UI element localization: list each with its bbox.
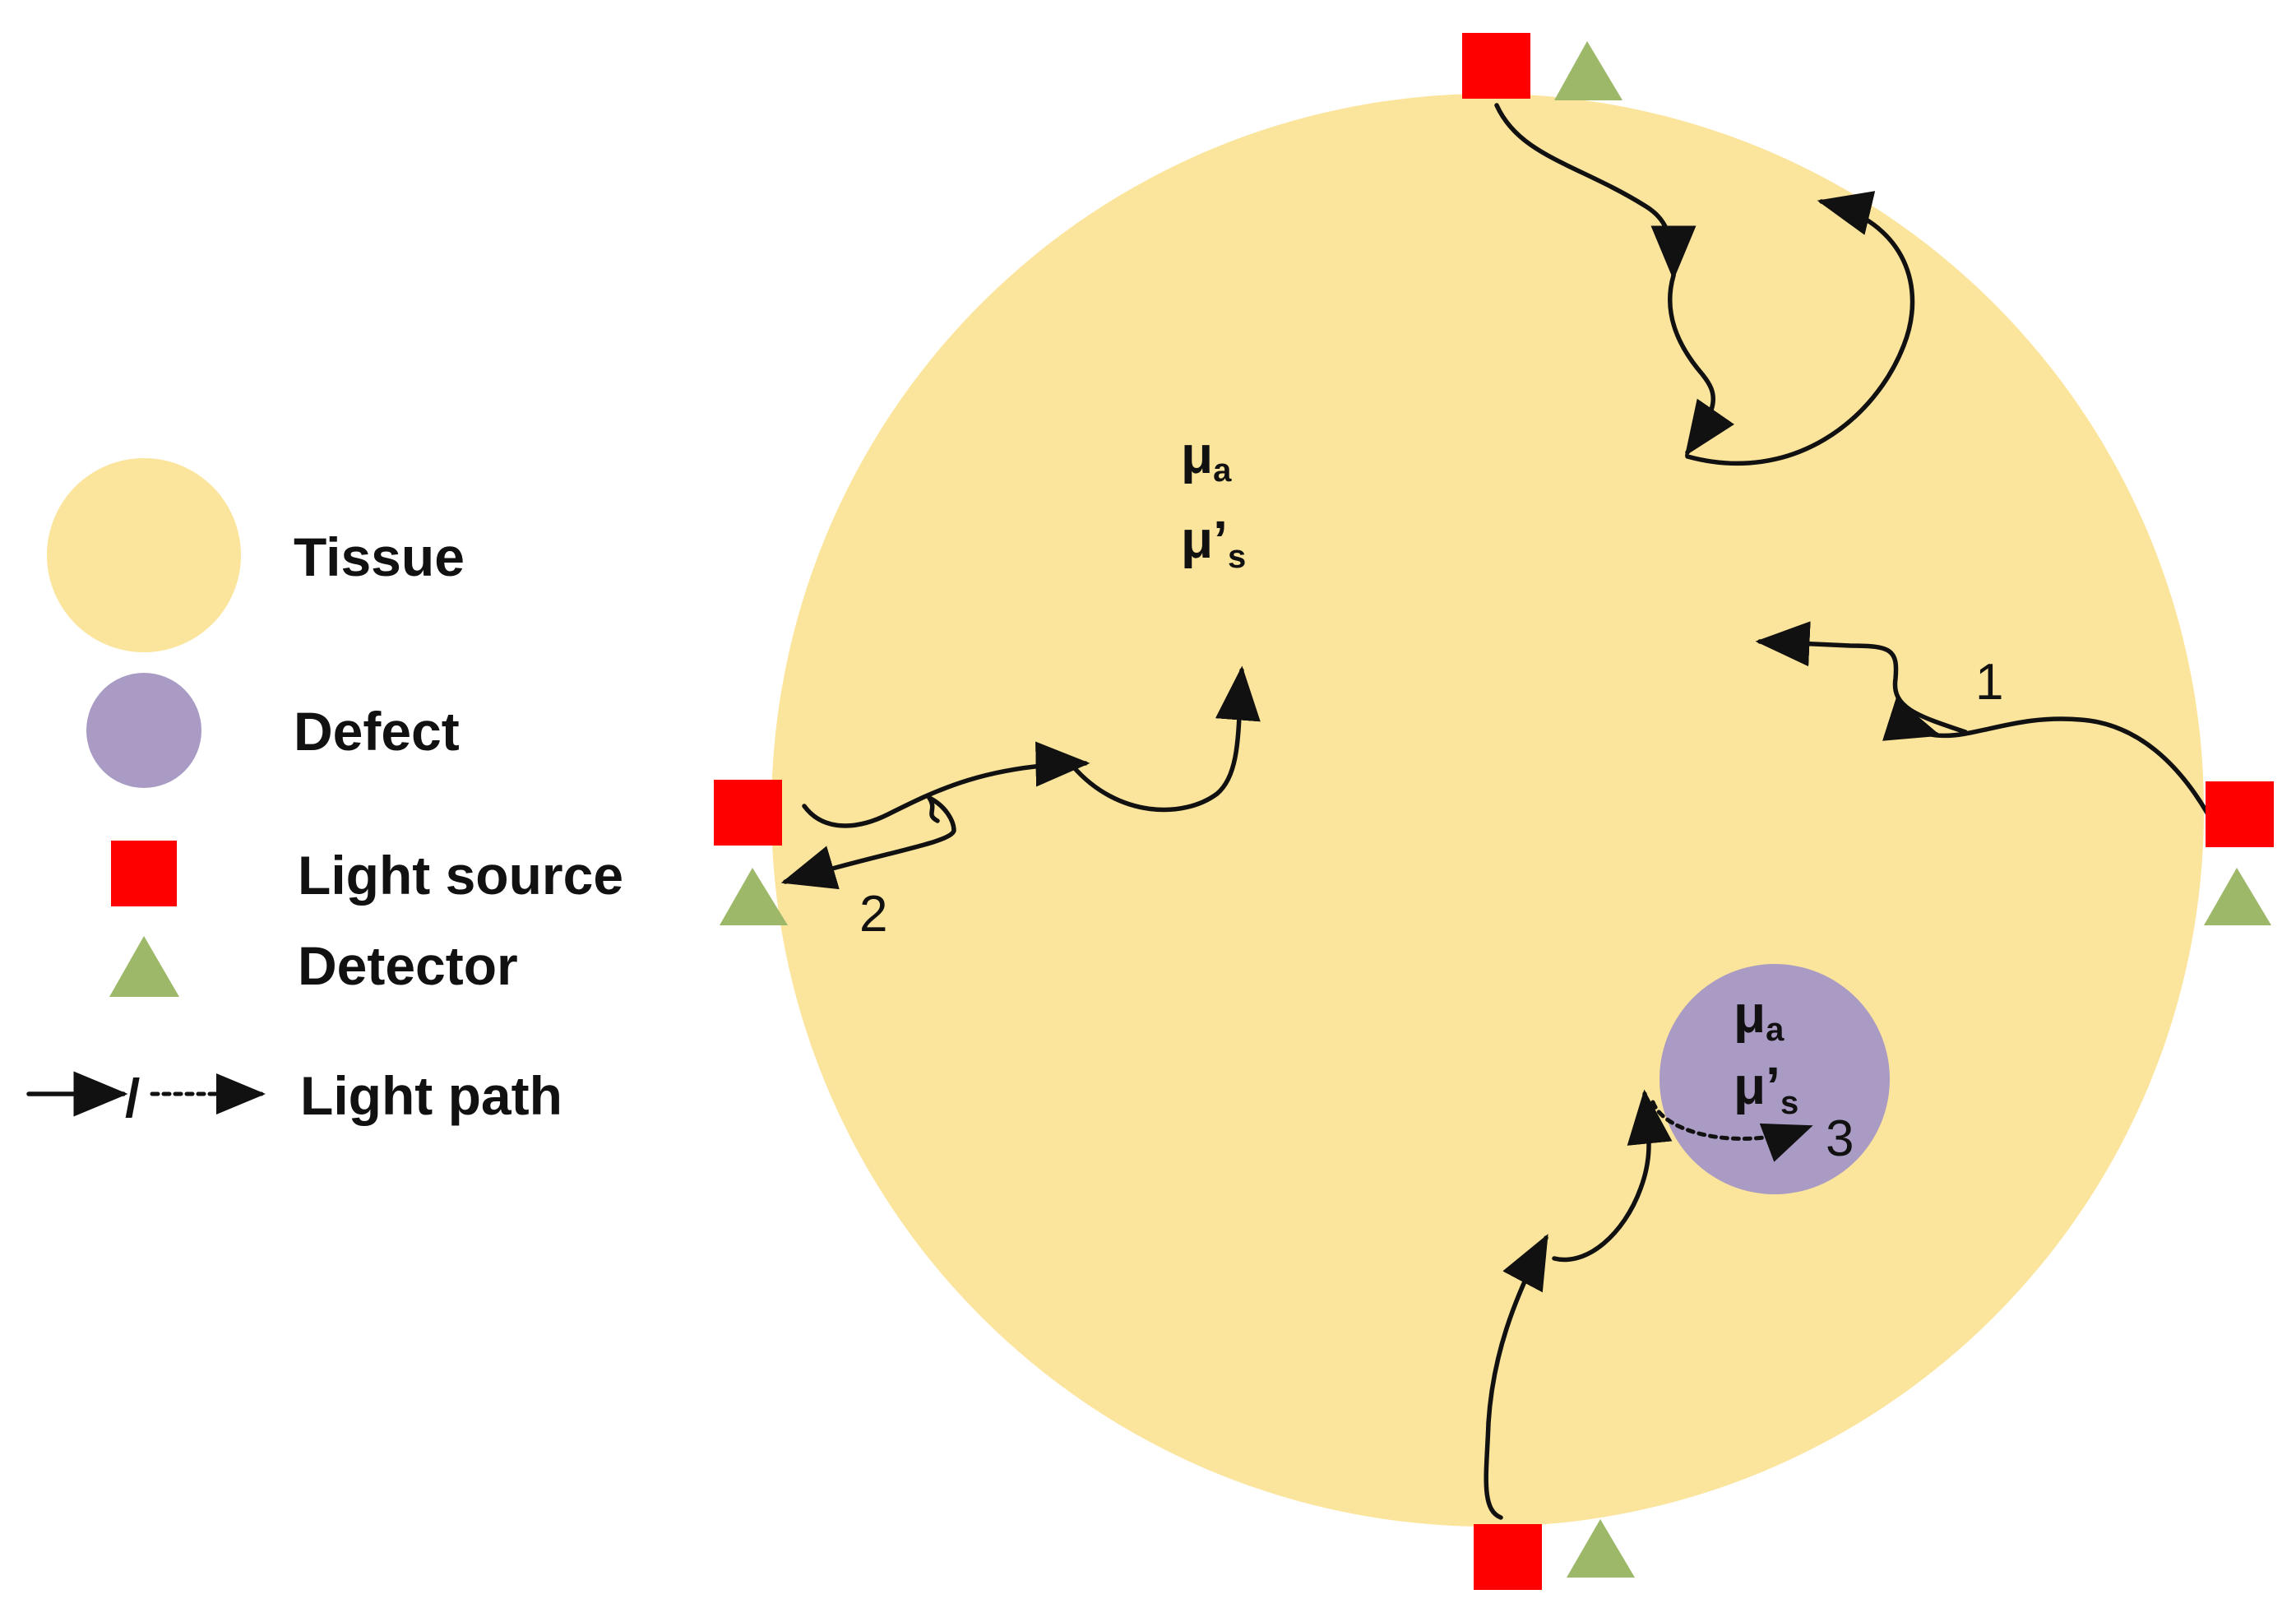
defect-absorption-subscript: a bbox=[1766, 1012, 1784, 1048]
light-source-bottom bbox=[1474, 1524, 1542, 1590]
detector-right bbox=[2204, 868, 2271, 925]
light-path-bottom-b bbox=[1552, 1089, 1673, 1263]
tissue-scattering-subscript: s bbox=[1228, 539, 1246, 575]
light-path-top-c bbox=[1685, 191, 1915, 466]
detector-top bbox=[1554, 41, 1622, 100]
defect-scattering-symbol: μ’ bbox=[1734, 1056, 1780, 1115]
legend-detector-label: Detector bbox=[298, 935, 518, 996]
light-source-top bbox=[1462, 33, 1530, 99]
light-path-3 bbox=[1650, 1100, 1813, 1162]
tissue-scattering-symbol: μ’ bbox=[1181, 510, 1228, 569]
tissue-coefficients: μa μ’s bbox=[1181, 425, 1246, 575]
legend-light-path-label: Light path bbox=[300, 1065, 562, 1126]
legend-path-separator: / bbox=[125, 1068, 140, 1128]
tissue-absorption-subscript: a bbox=[1213, 452, 1232, 489]
svg-text:μ’s: μ’s bbox=[1734, 1056, 1798, 1121]
svg-text:μa: μa bbox=[1181, 425, 1232, 489]
defect-coefficients: μa μ’s bbox=[1734, 985, 1798, 1121]
svg-text:μa: μa bbox=[1734, 985, 1784, 1048]
light-path-top-b bbox=[1668, 273, 1735, 456]
legend-light-source-label: Light source bbox=[298, 845, 623, 906]
legend-tissue-swatch bbox=[47, 458, 241, 652]
legend-tissue-label: Tissue bbox=[294, 526, 465, 587]
tissue-region bbox=[771, 94, 2204, 1527]
defect-absorption-symbol: μ bbox=[1734, 985, 1766, 1044]
tissue-absorption-symbol: μ bbox=[1181, 425, 1213, 484]
light-source-left bbox=[714, 780, 782, 846]
path-label-2: 2 bbox=[859, 886, 887, 943]
svg-text:μ’s: μ’s bbox=[1181, 510, 1246, 575]
legend-detector-icon bbox=[109, 936, 179, 997]
legend-defect-label: Defect bbox=[294, 701, 460, 762]
detector-bottom bbox=[1567, 1519, 1635, 1578]
legend-defect-swatch bbox=[86, 673, 201, 788]
light-path-1-b bbox=[1755, 621, 1968, 734]
legend-light-source-icon bbox=[111, 841, 177, 906]
path-label-1: 1 bbox=[1975, 654, 2003, 711]
light-path-2-b bbox=[1071, 665, 1261, 813]
light-source-right bbox=[2206, 781, 2274, 847]
detectors bbox=[720, 41, 2271, 1578]
defect-scattering-subscript: s bbox=[1780, 1085, 1798, 1121]
light-sources bbox=[714, 33, 2274, 1590]
light-path-2-loop bbox=[927, 795, 940, 823]
light-path-bottom-a bbox=[1484, 1234, 1548, 1520]
light-path-top-a bbox=[1494, 103, 1697, 280]
light-path-1-a bbox=[1882, 697, 2210, 817]
light-path-2-a bbox=[802, 741, 1090, 828]
light-paths bbox=[780, 103, 2210, 1520]
light-path-2-c bbox=[780, 795, 956, 890]
detector-left bbox=[720, 868, 788, 925]
legend: Tissue Defect Light source Detector / Li… bbox=[26, 458, 623, 1128]
path-label-3: 3 bbox=[1826, 1110, 1854, 1167]
